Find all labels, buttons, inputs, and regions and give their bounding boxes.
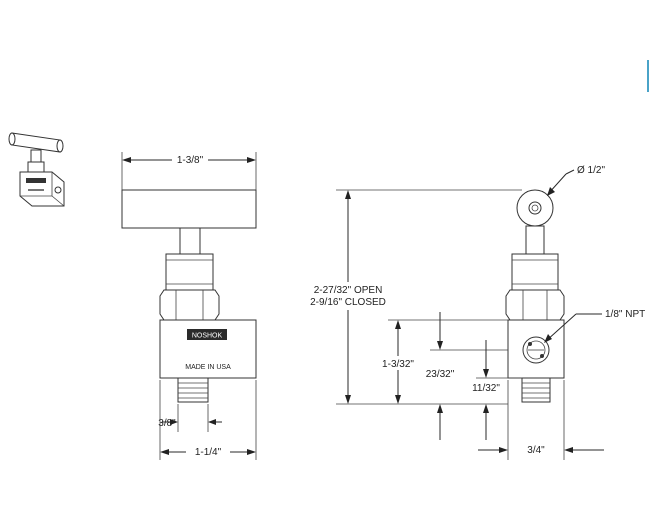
- handle-diameter-label: Ø 1/2": [577, 165, 605, 176]
- side-hex-nut: [505, 289, 565, 321]
- front-bonnet: [165, 253, 214, 291]
- side-stem: [525, 225, 545, 255]
- height-closed-label: 2-9/16" CLOSED: [310, 297, 386, 308]
- brand-mark-box: [187, 329, 227, 340]
- port-center-label: 23/32": [426, 369, 455, 380]
- side-bonnet: [511, 253, 559, 291]
- body-height-label: 1-3/32": [382, 359, 414, 370]
- front-hex-nut: [159, 289, 220, 321]
- side-view: Ø 1/2" 2-27/32" OPEN 2-9/16" CLOSED 1-3/…: [306, 165, 645, 460]
- valve-thumbnail: [8, 132, 65, 207]
- made-in-label: MADE IN USA: [185, 364, 231, 371]
- port-offset-label: 11/32": [472, 383, 500, 394]
- body-width-label: 1-1/4": [195, 447, 222, 458]
- handle-width-label: 1-3/8": [177, 155, 204, 166]
- front-handle: [121, 189, 257, 229]
- brand-mark: NOSHOK: [192, 333, 223, 340]
- front-stem: [179, 227, 201, 255]
- body-depth-label: 3/4": [527, 445, 545, 456]
- front-view: NOSHOK MADE IN USA 1-3/8" 3/8" 1-1/4": [121, 152, 257, 460]
- npt-port-label: 1/8" NPT: [605, 309, 645, 320]
- port-size-label: 3/8": [158, 418, 176, 429]
- height-open-label: 2-27/32" OPEN: [314, 285, 383, 296]
